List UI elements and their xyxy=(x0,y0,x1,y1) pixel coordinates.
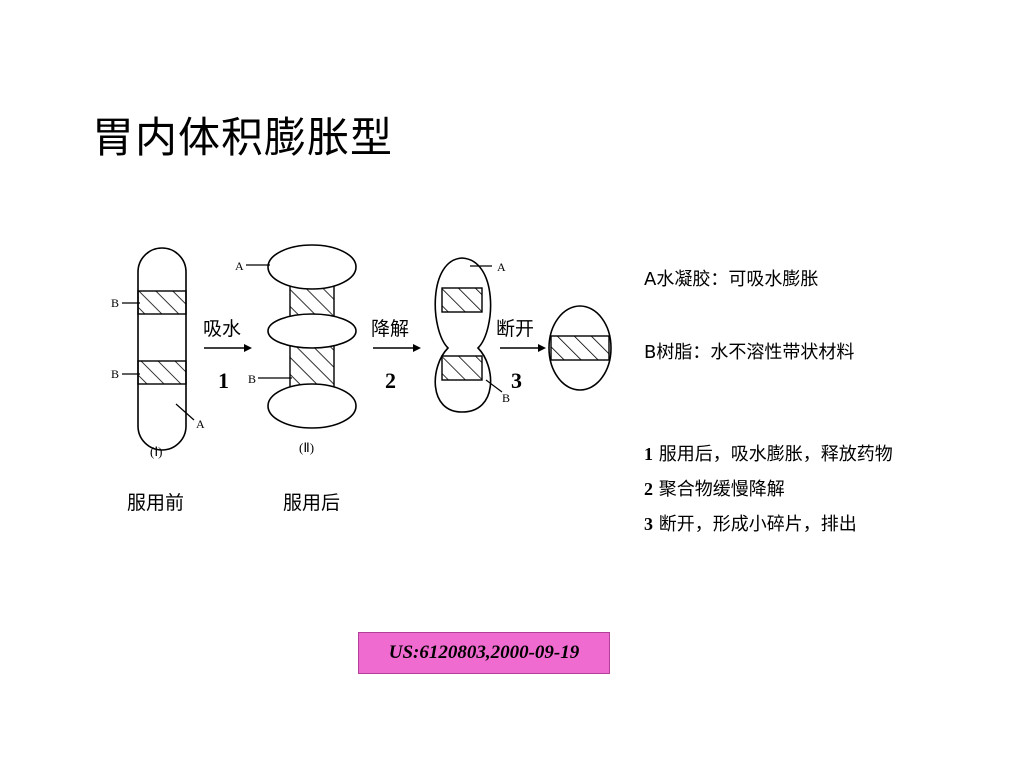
swollen-device xyxy=(246,244,357,429)
legend-a: A水凝胶：可吸水膨胀 xyxy=(644,269,819,290)
arrow-3-label: 断开 xyxy=(496,318,534,340)
label-b-top: B xyxy=(111,296,119,310)
capsule-before xyxy=(122,247,195,451)
arrow-2-label: 降解 xyxy=(371,318,409,340)
label-b-degrading: B xyxy=(502,391,510,405)
roman-label-1: (Ⅰ) xyxy=(150,444,163,459)
step-3: 3 断开，形成小碎片，排出 xyxy=(644,514,857,535)
step-1: 1 服用后，吸水膨胀，释放药物 xyxy=(644,444,893,465)
legend-b: B树脂：水不溶性带状材料 xyxy=(644,342,855,363)
arrow-1-label: 吸水 xyxy=(203,318,241,340)
label-b-bottom: B xyxy=(111,367,119,381)
patent-reference: US:6120803,2000-09-19 xyxy=(358,632,610,674)
step-2: 2 聚合物缓慢降解 xyxy=(644,479,785,500)
label-a-capsule: A xyxy=(196,417,205,431)
arrow-3-number: 3 xyxy=(511,368,522,393)
label-a-degrading: A xyxy=(497,260,506,274)
label-a-swollen: A xyxy=(235,259,244,273)
arrow-1-number: 1 xyxy=(218,368,229,393)
arrow-2-number: 2 xyxy=(385,368,396,393)
fragment xyxy=(548,305,612,391)
steps-list: 1 服用后，吸水膨胀，释放药物 2 聚合物缓慢降解 3 断开，形成小碎片，排出 xyxy=(644,437,893,542)
degrading-device xyxy=(434,257,503,413)
caption-before: 服用前 xyxy=(127,492,185,514)
roman-label-2: (Ⅱ) xyxy=(299,440,314,455)
label-b-swollen: B xyxy=(248,372,256,386)
page-title: 胃内体积膨胀型 xyxy=(92,113,394,162)
caption-after: 服用后 xyxy=(283,492,341,514)
